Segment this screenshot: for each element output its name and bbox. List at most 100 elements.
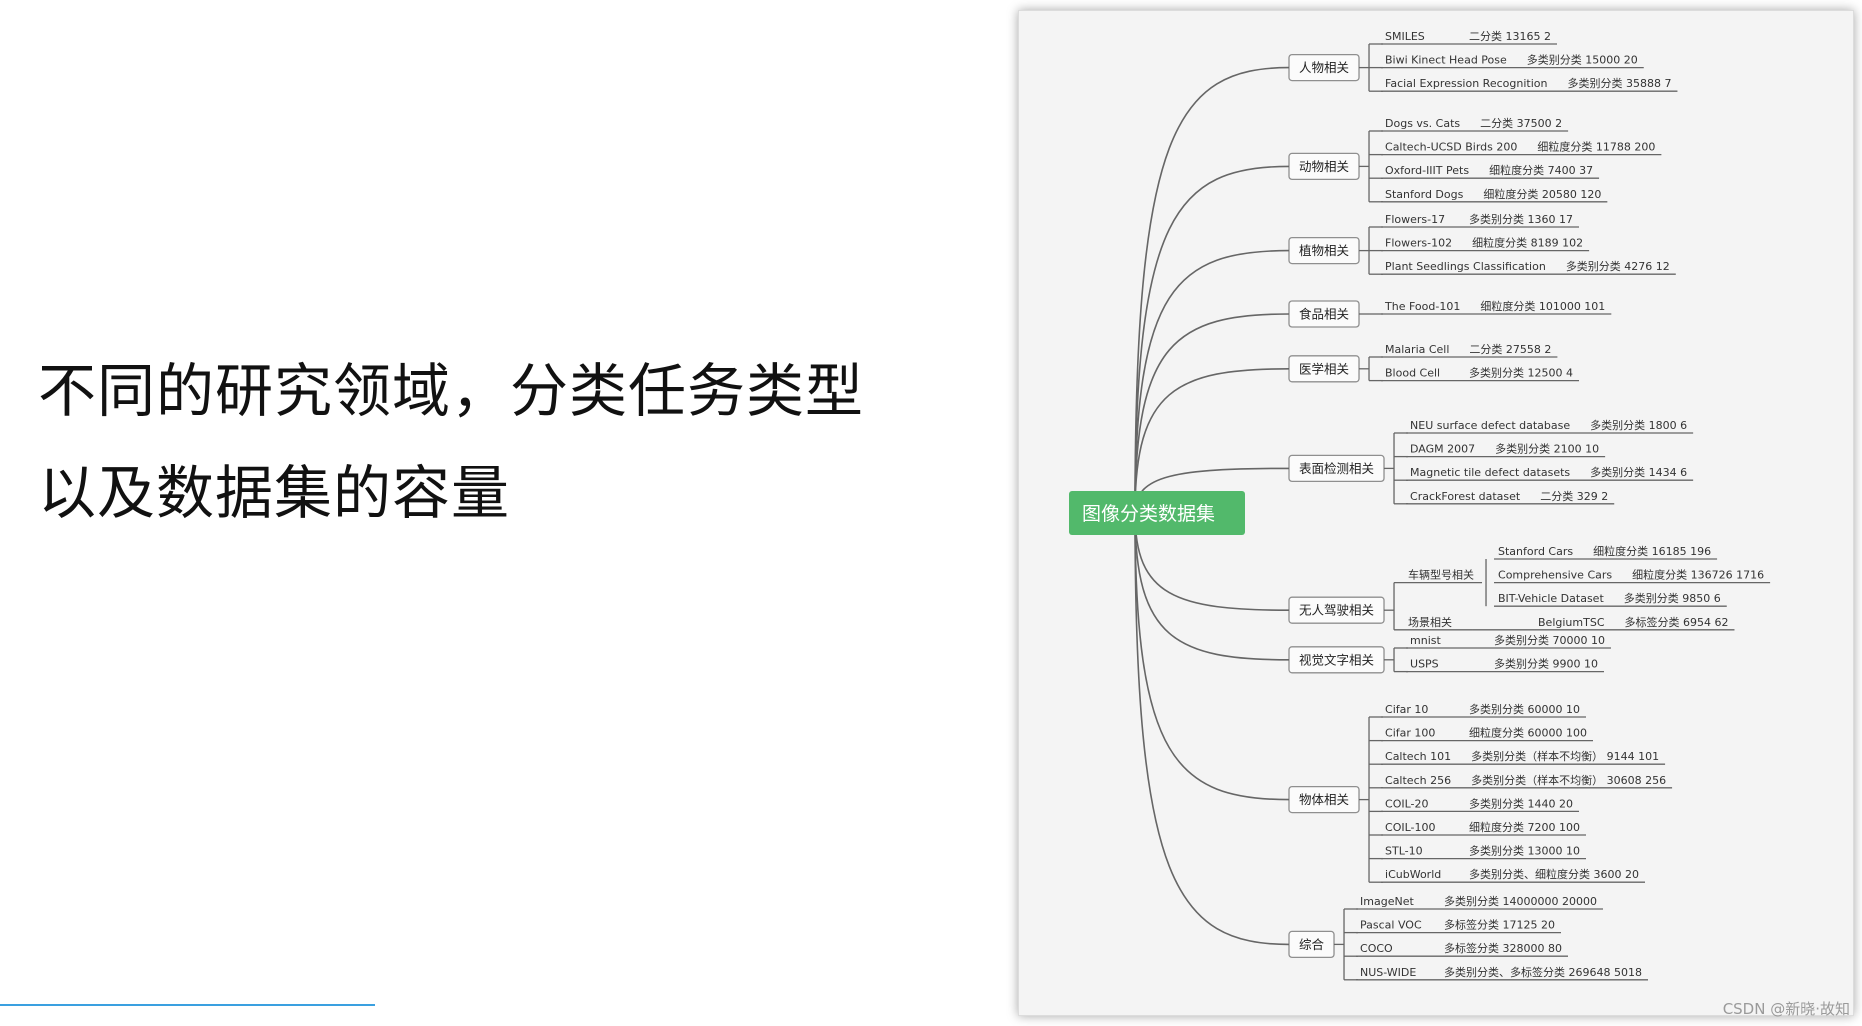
leaf-9-1-name: Pascal VOC — [1360, 919, 1422, 932]
leaf-9-3-info: 多类别分类、多标签分类 269648 5018 — [1444, 965, 1642, 979]
leaf-0-0-info: 二分类 13165 2 — [1469, 29, 1551, 43]
leaf-6-2-name: BIT-Vehicle Dataset — [1498, 592, 1604, 605]
leaf-1-1-name: Caltech-UCSD Birds 200 — [1385, 141, 1517, 154]
subcategory-label: 车辆型号相关 — [1408, 568, 1474, 582]
leaf-8-5-name: COIL-100 — [1385, 821, 1435, 834]
leaf-8-4-name: COIL-20 — [1385, 797, 1428, 810]
leaf-8-6-name: STL-10 — [1385, 845, 1423, 858]
leaf-0-1-info: 多类别分类 15000 20 — [1527, 53, 1638, 67]
leaf-scene-name: BelgiumTSC — [1538, 616, 1605, 629]
leaf-1-0-info: 二分类 37500 2 — [1480, 116, 1562, 130]
leaf-4-1-info: 多类别分类 12500 4 — [1469, 366, 1573, 380]
category-label-9: 综合 — [1299, 937, 1325, 952]
leaf-6-2-info: 多类别分类 9850 6 — [1624, 591, 1721, 605]
category-label-2: 植物相关 — [1299, 243, 1349, 258]
leaf-1-0-name: Dogs vs. Cats — [1385, 117, 1460, 130]
branch-curve-6 — [1134, 512, 1290, 611]
branch-curve-7 — [1134, 512, 1290, 661]
leaf-0-1-name: Biwi Kinect Head Pose — [1385, 54, 1507, 67]
leaf-5-2-info: 多类别分类 1434 6 — [1590, 465, 1687, 479]
branch-curve-4 — [1134, 368, 1290, 514]
leaf-6-0-name: Stanford Cars — [1498, 545, 1573, 558]
leaf-7-1-info: 多类别分类 9900 10 — [1494, 657, 1598, 671]
leaf-6-1-name: Comprehensive Cars — [1498, 569, 1612, 582]
category-label-6: 无人驾驶相关 — [1299, 603, 1374, 618]
scene-label: 场景相关 — [1408, 615, 1452, 629]
leaf-2-2-info: 多类别分类 4276 12 — [1566, 259, 1670, 273]
leaf-9-2-name: COCO — [1360, 942, 1393, 955]
leaf-7-0-info: 多类别分类 70000 10 — [1494, 633, 1605, 647]
leaf-5-3-info: 二分类 329 2 — [1540, 489, 1608, 503]
leaf-5-3-name: CrackForest dataset — [1410, 490, 1521, 503]
leaf-9-2-info: 多标签分类 328000 80 — [1444, 941, 1562, 955]
leaf-scene-info: 多标签分类 6954 62 — [1625, 615, 1729, 629]
watermark: CSDN @新晓·故知 — [1722, 1000, 1850, 1018]
category-label-8: 物体相关 — [1299, 792, 1349, 807]
leaf-8-7-info: 多类别分类、细粒度分类 3600 20 — [1469, 867, 1639, 881]
category-label-3: 食品相关 — [1299, 307, 1349, 322]
slide-text: 不同的研究领域，分类任务类型 以及数据集的容量 — [38, 340, 938, 544]
leaf-8-3-info: 多类别分类（样本不均衡） 30608 256 — [1471, 773, 1666, 787]
leaf-1-2-info: 细粒度分类 7400 37 — [1489, 163, 1593, 177]
leaf-8-0-name: Cifar 10 — [1385, 703, 1428, 716]
leaf-5-2-name: Magnetic tile defect datasets — [1410, 466, 1570, 479]
leaf-9-0-info: 多类别分类 14000000 20000 — [1444, 894, 1597, 908]
leaf-2-1-name: Flowers-102 — [1385, 237, 1452, 250]
leaf-8-1-info: 细粒度分类 60000 100 — [1469, 726, 1587, 740]
leaf-2-0-name: Flowers-17 — [1385, 213, 1445, 226]
leaf-9-1-info: 多标签分类 17125 20 — [1444, 918, 1555, 932]
root-node — [1069, 491, 1245, 535]
mindmap-diagram: 人物相关 SMILES 二分类 13165 2 Biwi Kinect Head Po… — [1069, 29, 1771, 981]
leaf-9-0-name: ImageNet — [1360, 895, 1414, 908]
leaf-8-2-name: Caltech 101 — [1385, 750, 1451, 763]
leaf-0-2-name: Facial Expression Recognition — [1385, 77, 1547, 90]
leaf-1-2-name: Oxford-IIIT Pets — [1385, 164, 1469, 177]
leaf-6-1-info: 细粒度分类 136726 1716 — [1632, 568, 1764, 582]
root-label: 图像分类数据集 — [1082, 503, 1215, 525]
leaf-8-0-info: 多类别分类 60000 10 — [1469, 702, 1580, 716]
branch-curve-0 — [1134, 66, 1290, 514]
leaf-8-1-name: Cifar 100 — [1385, 727, 1435, 740]
leaf-5-1-info: 多类别分类 2100 10 — [1495, 442, 1599, 456]
leaf-8-3-name: Caltech 256 — [1385, 774, 1451, 787]
leaf-8-7-name: iCubWorld — [1385, 868, 1441, 881]
leaf-8-2-info: 多类别分类（样本不均衡） 9144 101 — [1471, 749, 1659, 763]
category-label-5: 表面检测相关 — [1299, 461, 1374, 476]
leaf-4-0-name: Malaria Cell — [1385, 343, 1449, 356]
leaf-0-2-info: 多类别分类 35888 7 — [1567, 76, 1671, 90]
leaf-3-0-name: The Food-101 — [1384, 300, 1460, 313]
leaf-7-1-name: USPS — [1410, 658, 1439, 671]
leaf-4-0-info: 二分类 27558 2 — [1469, 342, 1551, 356]
leaf-9-3-name: NUS-WIDE — [1360, 966, 1416, 979]
branch-curve-2 — [1134, 249, 1290, 514]
leaf-5-0-name: NEU surface defect database — [1410, 419, 1570, 432]
leaf-8-4-info: 多类别分类 1440 20 — [1469, 796, 1573, 810]
leaf-8-5-info: 细粒度分类 7200 100 — [1469, 820, 1580, 834]
branch-curve-3 — [1134, 313, 1290, 514]
leaf-2-1-info: 细粒度分类 8189 102 — [1472, 236, 1583, 250]
leaf-2-2-name: Plant Seedlings Classification — [1385, 260, 1546, 273]
leaf-1-3-info: 细粒度分类 20580 120 — [1483, 187, 1601, 201]
category-label-1: 动物相关 — [1299, 159, 1349, 174]
branch-curve-8 — [1134, 512, 1290, 801]
leaf-1-3-name: Stanford Dogs — [1385, 188, 1464, 201]
category-label-4: 医学相关 — [1299, 361, 1349, 376]
category-label-7: 视觉文字相关 — [1299, 652, 1374, 667]
slide-line-1: 不同的研究领域，分类任务类型 — [38, 357, 865, 425]
slide-line-2: 以及数据集的容量 — [38, 459, 511, 527]
leaf-5-0-info: 多类别分类 1800 6 — [1590, 418, 1687, 432]
leaf-3-0-info: 细粒度分类 101000 101 — [1480, 299, 1605, 313]
leaf-7-0-name: mnist — [1410, 634, 1441, 647]
leaf-5-1-name: DAGM 2007 — [1410, 443, 1475, 456]
leaf-8-6-info: 多类别分类 13000 10 — [1469, 844, 1580, 858]
leaf-0-0-name: SMILES — [1385, 30, 1425, 43]
branch-curve-9 — [1134, 512, 1290, 946]
leaf-2-0-info: 多类别分类 1360 17 — [1469, 212, 1573, 226]
mindmap-panel: 人物相关 SMILES 二分类 13165 2 Biwi Kinect Head Po… — [1018, 10, 1854, 1016]
branch-curve-1 — [1134, 165, 1290, 514]
progress-line — [0, 1004, 375, 1006]
leaf-1-1-info: 细粒度分类 11788 200 — [1537, 140, 1655, 154]
leaf-6-0-info: 细粒度分类 16185 196 — [1593, 544, 1711, 558]
category-label-0: 人物相关 — [1299, 60, 1349, 75]
leaf-4-1-name: Blood Cell — [1385, 367, 1440, 380]
